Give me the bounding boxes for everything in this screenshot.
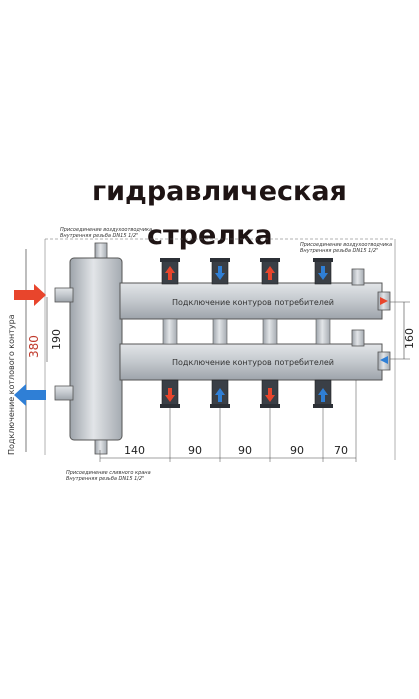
dim-190: 190 [50,329,63,350]
dim-bottom-2: 90 [188,444,202,457]
upper-manifold [119,268,391,320]
lower-manifold [119,329,391,381]
arrow-left-blue-lower [380,356,388,364]
dim-bottom-5: 70 [334,444,348,457]
arrow-down-blue-2 [215,266,225,280]
note-top-left-1: Присоединение воздухоотводчика [60,227,152,233]
arrow-down-red-3 [265,388,275,402]
connecting-tubes [162,318,331,345]
separator-column [54,242,123,455]
arrow-boiler-return [14,384,46,406]
lower-pipe-label: Подключение контуров потребителей [172,358,334,367]
lower-outlets [160,379,333,408]
dim-bottom-1: 140 [124,444,145,457]
note-top-right-2: Внутренняя резьба DN15 1/2" [300,248,378,254]
arrow-up-blue-2 [215,388,225,402]
arrow-down-blue-4 [318,266,328,280]
dim-160: 160 [403,328,416,349]
arrow-down-red-1 [165,388,175,402]
boiler-circuit-label: Подключение котлового контура [7,314,16,455]
note-top-left-2: Внутренняя резьба DN15 1/2" [60,233,138,239]
upper-outlets [160,258,333,285]
arrow-up-blue-4 [318,388,328,402]
arrow-right-red-upper [380,297,388,305]
dim-380: 380 [27,335,41,358]
dim-bottom-4: 90 [290,444,304,457]
dim-bottom-3: 90 [238,444,252,457]
note-top-right-1: Присоединение воздухоотводчика [300,242,392,248]
title-line-2: стрелка [147,220,273,251]
arrow-up-red-3 [265,266,275,280]
upper-pipe-label: Подключение контуров потребителей [172,298,334,307]
note-bottom-1: Присоединение сливного крана [66,470,151,476]
arrow-up-red-1 [165,266,175,280]
title-line-1: гидравлическая [92,176,347,207]
arrow-boiler-supply [14,284,46,306]
note-bottom-2: Внутренняя резьба DN15 1/2" [66,476,144,482]
